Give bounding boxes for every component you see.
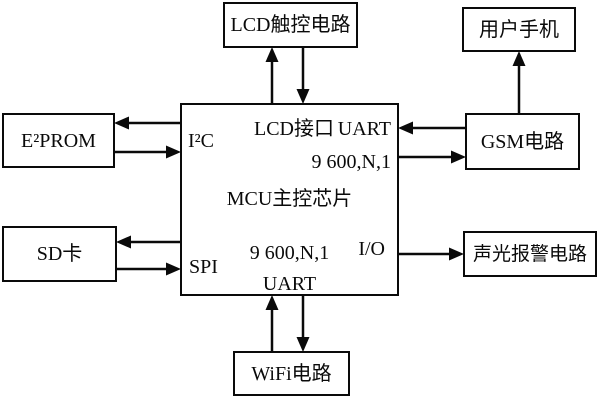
arrow-mcu-to-wifi	[296, 296, 310, 352]
mcu-baud-rate-bottom: 9 600,N,1	[249, 242, 330, 264]
block-mcu-main-chip: LCD接口 UART 9 600,N,1 I²C MCU主控芯片 SPI 9 6…	[180, 103, 399, 296]
mcu-port-i2c: I²C	[188, 130, 214, 152]
block-sd-card: SD卡	[2, 226, 117, 282]
block-lcd-touch-label: LCD触控电路	[230, 14, 351, 36]
block-user-phone: 用户手机	[462, 7, 576, 52]
mcu-port-uart-top: UART	[337, 118, 391, 140]
arrow-gsm-to-user-phone	[512, 51, 526, 113]
arrow-sd-card-to-mcu	[117, 262, 181, 276]
mcu-port-lcd-interface: LCD接口	[254, 118, 334, 140]
mcu-baud-rate-top: 9 600,N,1	[311, 151, 391, 173]
block-lcd-touch-circuit: LCD触控电路	[223, 2, 358, 48]
arrow-eeprom-to-mcu	[115, 145, 181, 159]
block-wifi-label: WiFi电路	[251, 362, 332, 385]
block-gsm-label: GSM电路	[480, 130, 565, 153]
block-eeprom-label: E²PROM	[21, 129, 96, 152]
arrow-mcu-to-lcd-touch	[265, 47, 279, 103]
arrow-gsm-to-mcu	[398, 121, 465, 135]
mcu-port-spi: SPI	[189, 256, 218, 278]
mcu-port-uart-bottom: UART	[262, 273, 317, 295]
block-wifi-circuit: WiFi电路	[233, 351, 350, 396]
arrow-mcu-to-sd-card	[116, 235, 180, 249]
arrow-mcu-to-eeprom	[114, 116, 180, 130]
block-eeprom: E²PROM	[2, 113, 115, 168]
block-gsm-circuit: GSM电路	[465, 113, 580, 170]
arrow-lcd-touch-to-mcu	[296, 48, 310, 104]
block-alarm-label: 声光报警电路	[472, 243, 587, 265]
mcu-port-io: I/O	[358, 238, 385, 260]
block-sound-light-alarm-circuit: 声光报警电路	[463, 231, 597, 277]
mcu-title: MCU主控芯片	[226, 188, 353, 210]
arrow-mcu-to-gsm	[399, 150, 466, 164]
block-user-phone-label: 用户手机	[479, 18, 559, 41]
arrow-mcu-to-alarm	[399, 247, 464, 261]
arrow-wifi-to-mcu	[265, 295, 279, 351]
block-sd-card-label: SD卡	[36, 243, 83, 265]
